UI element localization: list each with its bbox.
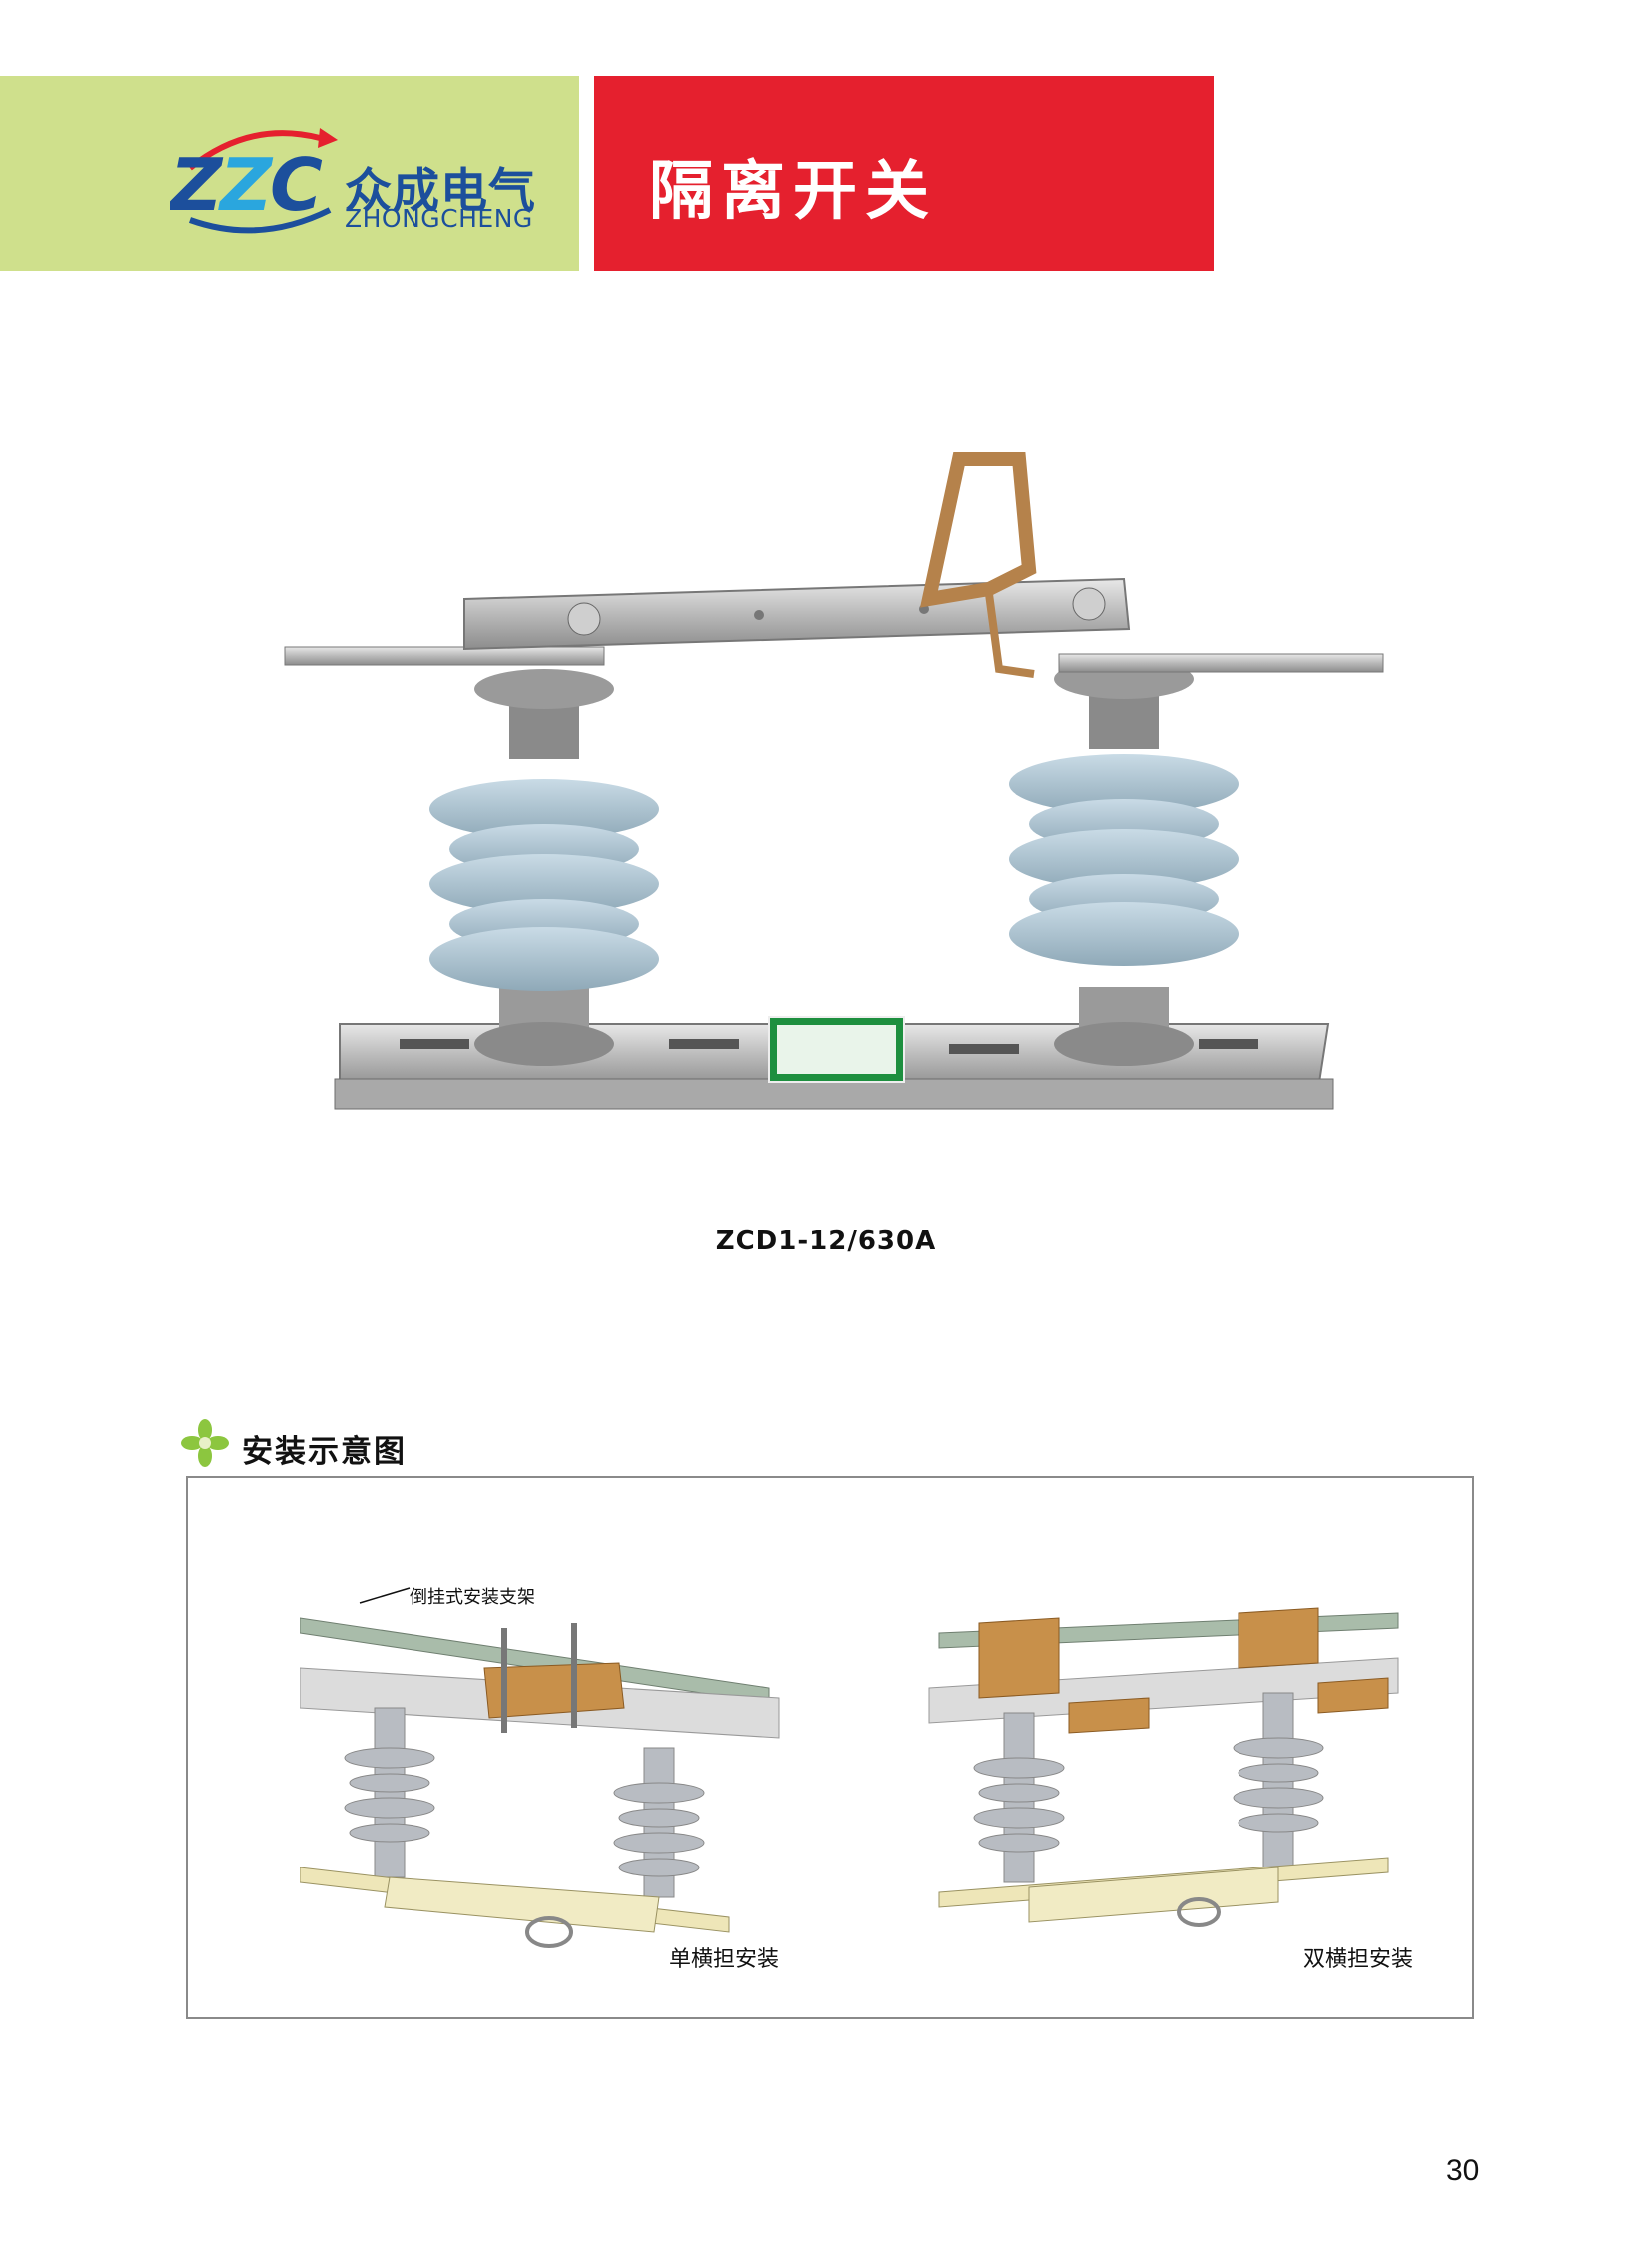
- section-title: 安装示意图: [242, 1434, 407, 1470]
- double-crossarm-caption: 双横担安装: [1303, 1947, 1414, 1972]
- installation-diagram-frame: [186, 1476, 1474, 2019]
- disconnect-switch-photo: [284, 452, 1384, 1110]
- product-model-caption: ZCD1-12/630A: [715, 1226, 937, 1256]
- single-crossarm-diagram: [300, 1587, 780, 1948]
- single-crossarm-caption: 单横担安装: [669, 1947, 780, 1972]
- svg-text:Z: Z: [170, 143, 224, 227]
- brand-name-en: ZHONGCHENG: [345, 204, 533, 233]
- svg-text:Z: Z: [218, 143, 274, 227]
- logo-band: [0, 76, 579, 271]
- bracket-label: 倒挂式安装支架: [410, 1587, 535, 1608]
- title-band: [594, 76, 1214, 271]
- svg-text:C: C: [270, 143, 323, 227]
- page-number: 30: [1446, 2154, 1480, 2187]
- green-star-icon: [181, 1419, 229, 1467]
- brand-name-cn: 众成电气: [345, 164, 536, 219]
- page-title: 隔离开关: [649, 155, 937, 229]
- zzc-logo-icon: Z Z C: [170, 128, 338, 234]
- double-crossarm-diagram: [928, 1607, 1399, 1927]
